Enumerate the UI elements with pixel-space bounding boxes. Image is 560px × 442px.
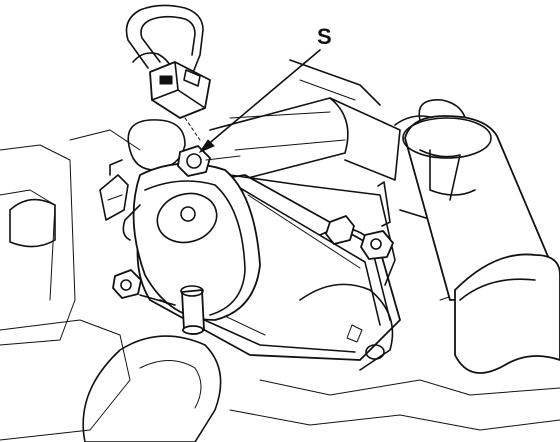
terminal-post — [180, 285, 205, 335]
starter-bracket — [229, 174, 396, 286]
engine-block-background — [0, 129, 560, 442]
connector-leader — [184, 117, 201, 141]
electrical-connector — [149, 61, 211, 119]
lower-mounting-bolt — [112, 269, 176, 306]
callout-leader-s — [198, 49, 321, 154]
mounting-bolt-s — [177, 145, 241, 177]
upper-ducts — [127, 59, 481, 231]
right-pipe — [454, 253, 560, 374]
side-bracket — [99, 159, 129, 221]
callout-label-s: S — [317, 24, 332, 49]
solenoid-end-cap — [122, 162, 261, 321]
drive-housing — [299, 283, 394, 371]
